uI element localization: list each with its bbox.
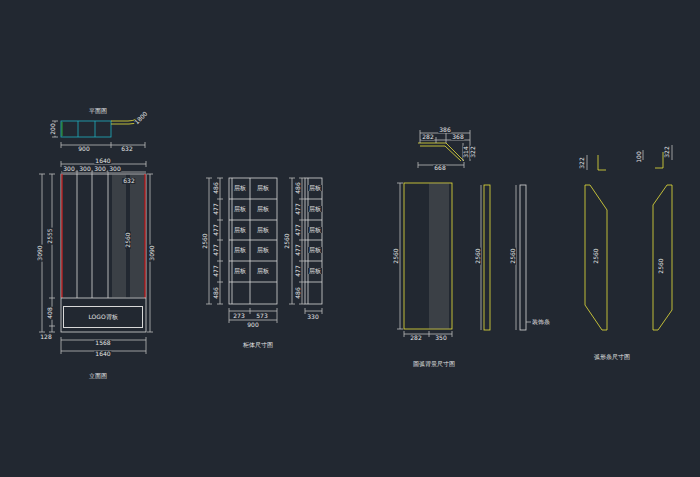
dimension-label: 层板 [308, 185, 322, 191]
panel-label: LOGO背板 [88, 314, 117, 320]
dimension-label: 900 [77, 146, 90, 152]
dimension-label: 486 [295, 181, 301, 194]
dimension-label: 300 [62, 166, 75, 172]
dimension-label: 368 [451, 134, 464, 140]
dimension-label: 平面图 [88, 108, 108, 114]
dimension-label: 层板 [256, 185, 270, 191]
dimension-label: 层板 [233, 247, 247, 253]
dimension-label: 632 [122, 178, 135, 184]
front-elevation [61, 174, 146, 332]
dimension-label: 486 [213, 286, 219, 299]
dimension-label: 477 [213, 264, 219, 277]
dimension-label: 2560 [658, 257, 664, 274]
dimension-label: 3090 [149, 244, 155, 261]
dimension-label: 2555 [47, 227, 53, 244]
dimension-label: 2560 [475, 247, 481, 264]
dimension-label: 层板 [308, 247, 322, 253]
dimension-label: 477 [295, 223, 301, 236]
dimension-label: 2560 [284, 232, 290, 249]
dimension-label: 圆弧背景尺寸图 [412, 361, 456, 367]
dimension-label: 2560 [125, 231, 131, 248]
dimension-label: 立面图 [88, 373, 108, 379]
dimension-label: 层板 [233, 268, 247, 274]
dimension-label: 层板 [256, 227, 270, 233]
dimension-label: 282 [421, 134, 434, 140]
dimension-label: 477 [213, 202, 219, 215]
dimension-label: 900 [246, 322, 259, 328]
dimension-label: 573 [255, 313, 268, 319]
dimension-label: 2560 [202, 232, 208, 249]
dimension-label: 668 [433, 165, 446, 171]
dimension-label: 层板 [308, 268, 322, 274]
dimension-label: 2560 [593, 247, 599, 264]
dimension-label: 273 [232, 313, 245, 319]
plan-cabinet [61, 121, 111, 137]
dimension-label: 装饰条 [531, 319, 551, 325]
dimension-label: 弧形条尺寸图 [593, 354, 631, 360]
dimension-label: 128 [39, 334, 52, 340]
dimension-label: 层板 [256, 268, 270, 274]
dimension-label: 632 [120, 146, 133, 152]
dimension-label: 柜体尺寸图 [242, 342, 274, 348]
dimension-label: 3090 [37, 244, 43, 261]
dimension-label: 300 [93, 166, 106, 172]
dimension-label: 1800 [133, 110, 149, 126]
dimension-label: 1640 [94, 158, 111, 164]
dimension-label: 477 [295, 264, 301, 277]
dimension-label: 200 [50, 122, 56, 135]
dimension-label: 282 [409, 335, 422, 341]
dimension-label: 477 [213, 243, 219, 256]
dimension-label: 477 [295, 202, 301, 215]
dimension-label: 层板 [256, 206, 270, 212]
dimension-label: 层板 [308, 227, 322, 233]
dimension-label: 层板 [233, 206, 247, 212]
dimension-label: 330 [306, 314, 319, 320]
dimension-label: 386 [438, 127, 451, 133]
dimension-label: 2560 [510, 247, 516, 264]
dimension-label: 300 [108, 166, 121, 172]
dimension-label: 350 [434, 335, 447, 341]
dimension-label: 层板 [233, 227, 247, 233]
dimension-label: 300 [78, 166, 91, 172]
dimension-label: 322 [470, 145, 476, 158]
dimension-label: 322 [664, 145, 670, 158]
dimension-label: 1568 [94, 340, 111, 346]
logo-panel: LOGO背板 [63, 306, 143, 328]
dimension-label: 486 [295, 286, 301, 299]
dimension-label: 2560 [393, 247, 399, 264]
dimension-label: 486 [213, 181, 219, 194]
dimension-label: 314 [463, 145, 469, 158]
dimension-label: 1640 [94, 351, 111, 357]
dimension-label: 层板 [308, 206, 322, 212]
dimension-label: 322 [579, 156, 585, 169]
dimension-label: 408 [47, 306, 53, 319]
dimension-label: 层板 [233, 185, 247, 191]
dimension-label: 层板 [256, 247, 270, 253]
dimension-label: 477 [213, 223, 219, 236]
dimension-label: 100 [636, 150, 642, 163]
dimension-label: 477 [295, 243, 301, 256]
